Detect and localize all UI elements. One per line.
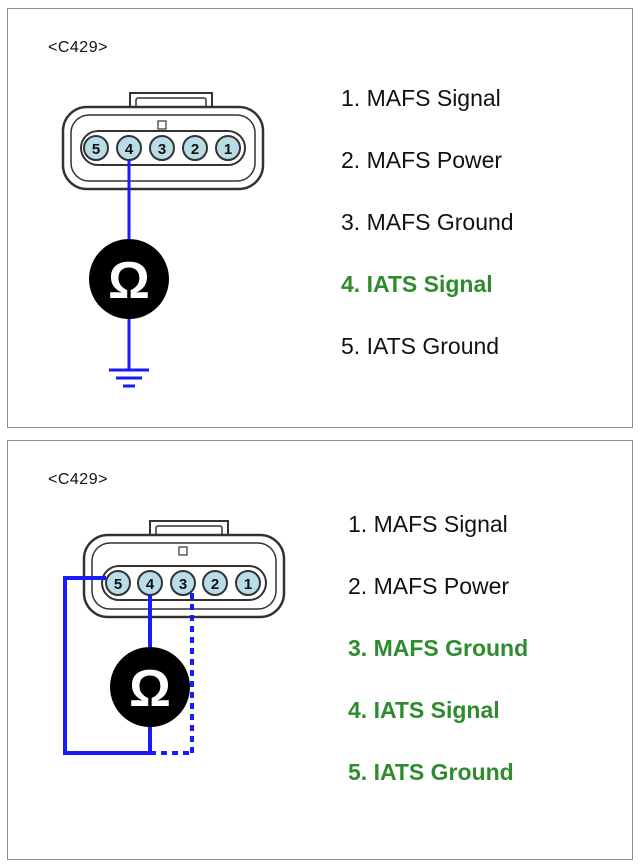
pin-3: 3 [170, 570, 196, 596]
pin-3-label: 3 [158, 141, 166, 158]
pin-legend: 1. MAFS Signal 2. MAFS Power 3. MAFS Gro… [341, 83, 514, 393]
pin-5-lead-wire [63, 576, 150, 755]
pin-2-label: 2 [191, 141, 199, 158]
pin-4: 4 [116, 135, 142, 161]
ohm-symbol: Ω [129, 660, 171, 718]
pin-1-label: 1 [244, 576, 252, 593]
pin-legend: 1. MAFS Signal 2. MAFS Power 3. MAFS Gro… [348, 509, 528, 819]
connector-id-label: <C429> [48, 471, 108, 488]
diagram-panel-ground-check: <C429> 5 4 3 2 1 [7, 8, 633, 428]
pin-4-label: 4 [146, 576, 155, 593]
diagram-panel-resistance-check: <C429> 5 4 3 2 1 [7, 440, 633, 860]
pin-2-label: 2 [211, 576, 219, 593]
legend-item-pin-3: 3. MAFS Ground [341, 209, 514, 235]
legend-item-pin-1: 1. MAFS Signal [341, 85, 501, 111]
pin-3: 3 [149, 135, 175, 161]
pin-5: 5 [105, 570, 131, 596]
pin-5: 5 [83, 135, 109, 161]
ohm-symbol: Ω [108, 252, 150, 310]
legend-item-pin-3: 3. MAFS Ground [348, 635, 529, 661]
connector-housing [82, 520, 286, 619]
pin-4-label: 4 [125, 141, 134, 158]
legend-item-pin-4: 4. IATS Signal [348, 697, 500, 723]
pin-4: 4 [137, 570, 163, 596]
connector-diagram: 5 4 3 2 1 [63, 520, 286, 755]
legend-item-pin-1: 1. MAFS Signal [348, 511, 508, 537]
connector-id-label: <C429> [48, 39, 108, 56]
ohmmeter-icon: Ω [89, 239, 169, 319]
pin-1: 1 [215, 135, 241, 161]
legend-item-pin-2: 2. MAFS Power [341, 147, 503, 173]
connector-diagram: 5 4 3 2 1 Ω [61, 92, 265, 388]
ohmmeter-icon: Ω [110, 647, 190, 727]
legend-item-pin-5: 5. IATS Ground [348, 759, 514, 785]
pin-2: 2 [182, 135, 208, 161]
pin-5-label: 5 [92, 141, 100, 158]
pin-3-lead-wire-dashed [150, 593, 194, 755]
pin-1-label: 1 [224, 141, 232, 158]
pin-5-label: 5 [114, 576, 122, 593]
pin-3-label: 3 [179, 576, 187, 593]
legend-item-pin-5: 5. IATS Ground [341, 333, 500, 359]
pin-1: 1 [235, 570, 261, 596]
legend-item-pin-2: 2. MAFS Power [348, 573, 510, 599]
ground-icon [109, 368, 149, 388]
legend-item-pin-4: 4. IATS Signal [341, 271, 493, 297]
pin-2: 2 [202, 570, 228, 596]
